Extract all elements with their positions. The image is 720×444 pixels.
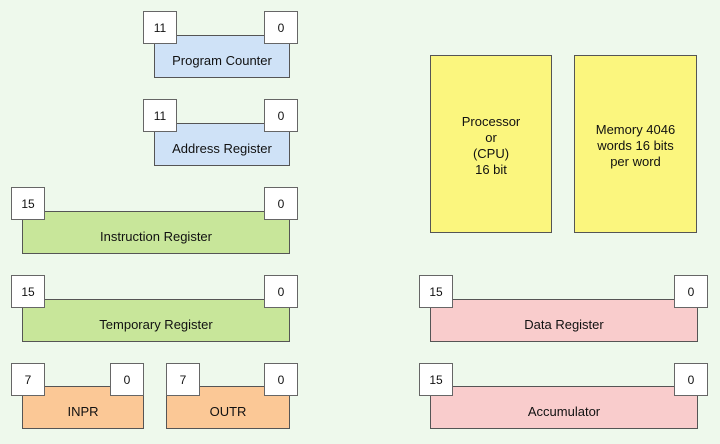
data-register-low-bit: 0 <box>674 275 708 308</box>
processor-block: Processor or (CPU) 16 bit <box>430 55 552 233</box>
memory-line-2: words 16 bits <box>597 138 674 153</box>
data-register-high-bit: 15 <box>419 275 453 308</box>
accumulator-label: Accumulator <box>527 404 601 419</box>
processor-line-4: 16 bit <box>475 162 507 177</box>
outr-low-bit: 0 <box>264 363 298 396</box>
address-register-low-bit: 0 <box>264 99 298 132</box>
temporary-register-high-bit: 15 <box>11 275 45 308</box>
address-register-label: Address Register <box>172 141 272 156</box>
program-counter-high-bit: 11 <box>143 11 177 44</box>
instruction-register-low-bit: 0 <box>264 187 298 220</box>
address-register-high-bit: 11 <box>143 99 177 132</box>
temporary-register: Temporary Register <box>22 299 290 342</box>
accumulator-high-bit: 15 <box>419 363 453 396</box>
processor-line-1: Processor <box>461 114 521 129</box>
outr-high-bit: 7 <box>166 363 200 396</box>
accumulator-register: Accumulator <box>430 386 698 429</box>
memory-line-1: Memory 4046 <box>595 122 676 137</box>
temporary-register-label: Temporary Register <box>99 317 213 332</box>
temporary-register-low-bit: 0 <box>264 275 298 308</box>
instruction-register-label: Instruction Register <box>100 229 212 244</box>
inpr-label: INPR <box>67 404 99 419</box>
data-register-label: Data Register <box>524 317 604 332</box>
program-counter-low-bit: 0 <box>264 11 298 44</box>
processor-line-3: (CPU) <box>472 146 510 161</box>
memory-line-3: per word <box>610 154 661 169</box>
inpr-low-bit: 0 <box>110 363 144 396</box>
program-counter-label: Program Counter <box>172 53 272 68</box>
data-register: Data Register <box>430 299 698 342</box>
processor-line-2: or <box>485 130 497 145</box>
instruction-register: Instruction Register <box>22 211 290 254</box>
memory-block: Memory 4046 words 16 bits per word <box>574 55 697 233</box>
inpr-high-bit: 7 <box>11 363 45 396</box>
outr-label: OUTR <box>209 404 247 419</box>
accumulator-low-bit: 0 <box>674 363 708 396</box>
instruction-register-high-bit: 15 <box>11 187 45 220</box>
